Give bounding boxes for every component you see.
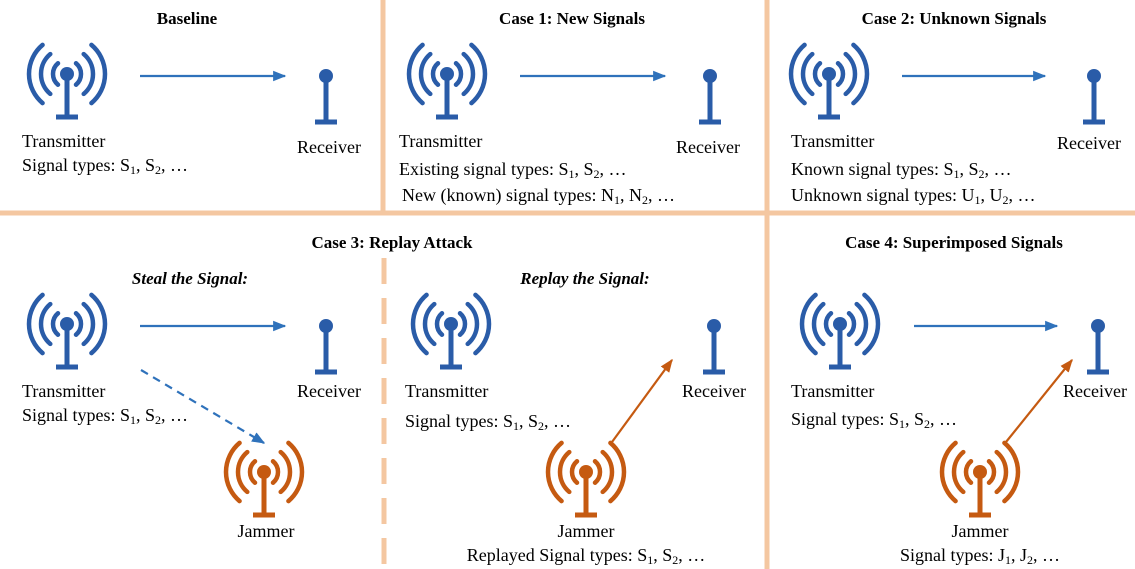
case4-receiver-label: Receiver (1063, 381, 1127, 401)
case1-title: Case 1: New Signals (499, 9, 645, 28)
replay-receiver-icon (703, 319, 725, 375)
steal-transmitter-icon (26, 292, 108, 370)
case2-unknown-signal-types: Unknown signal types: U1, U2, … (791, 185, 1036, 207)
case1-transmitter-icon (406, 42, 488, 120)
case1-receiver-icon (699, 69, 721, 125)
baseline-title: Baseline (156, 9, 218, 28)
case1-receiver-label: Receiver (676, 137, 740, 157)
case4-jammer-signal-types: Signal types: J1, J2, … (899, 545, 1061, 567)
replay-jammer-label: Jammer (557, 521, 615, 541)
case4-transmitter-label: Transmitter (791, 381, 875, 401)
steal-jammer-label: Jammer (237, 521, 295, 541)
case1-existing-signal-types: Existing signal types: S1, S2, … (399, 159, 627, 181)
baseline-transmitter-icon (26, 42, 108, 120)
replay-signal-arrow (611, 358, 673, 443)
case2-receiver-icon (1083, 69, 1105, 125)
steal-subtitle: Steal the Signal: (131, 269, 249, 288)
case4-title: Case 4: Superimposed Signals (845, 233, 1063, 252)
steal-transmitter-label: Transmitter (22, 381, 106, 401)
replay-transmitter-label: Transmitter (405, 381, 489, 401)
replay-receiver-label: Receiver (682, 381, 746, 401)
case1-new-signal-types: New (known) signal types: N1, N2, … (402, 185, 675, 207)
replayed-signal-types: Replayed Signal types: S1, S2, … (466, 545, 706, 567)
baseline-transmitter-label: Transmitter (22, 131, 106, 151)
steal-receiver-icon (315, 319, 337, 375)
baseline-receiver-icon (315, 69, 337, 125)
case2-transmitter-icon (788, 42, 870, 120)
case4-jammer-arrow (1005, 358, 1073, 443)
steal-signal-types: Signal types: S1, S2, … (22, 405, 189, 427)
case4-signal-types: Signal types: S1, S2, … (791, 409, 958, 431)
replay-signal-types: Signal types: S1, S2, … (405, 411, 572, 433)
case2-known-signal-types: Known signal types: S1, S2, … (791, 159, 1012, 181)
steal-interception-arrow (140, 369, 266, 444)
case3-title: Case 3: Replay Attack (311, 233, 473, 252)
replay-jammer-icon (545, 440, 627, 518)
steal-jammer-icon (223, 440, 305, 518)
steal-receiver-label: Receiver (297, 381, 361, 401)
case2-transmitter-label: Transmitter (791, 131, 875, 151)
case4-transmitter-icon (799, 292, 881, 370)
replay-transmitter-icon (410, 292, 492, 370)
case2-title: Case 2: Unknown Signals (861, 9, 1047, 28)
case4-jammer-label: Jammer (951, 521, 1009, 541)
baseline-signal-types: Signal types: S1, S2, … (22, 155, 189, 177)
case4-receiver-icon (1087, 319, 1109, 375)
baseline-receiver-label: Receiver (297, 137, 361, 157)
replay-subtitle: Replay the Signal: (520, 269, 650, 288)
case2-receiver-label: Receiver (1057, 133, 1121, 153)
case1-transmitter-label: Transmitter (399, 131, 483, 151)
case4-jammer-icon (939, 440, 1021, 518)
